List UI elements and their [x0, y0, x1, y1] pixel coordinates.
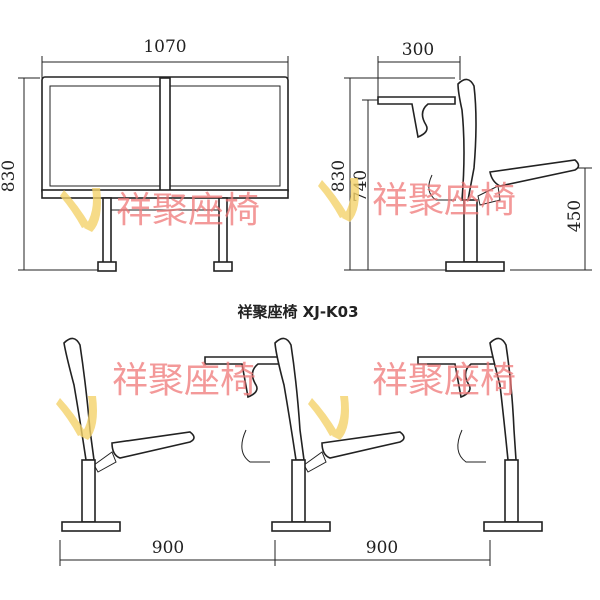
watermark-top-right: 祥聚座椅: [318, 178, 516, 222]
row-spacing-label-1: 900: [152, 538, 184, 558]
watermark-text: 祥聚座椅: [116, 190, 260, 231]
row-chair-3-tablet: [417, 356, 499, 399]
row-chair-3-backrest: [489, 337, 517, 461]
side-bag-hook: [428, 174, 456, 201]
side-depth-label: 300: [402, 40, 434, 60]
row-chair-3-hook: [457, 429, 486, 463]
watermark-logo-icon: [56, 396, 97, 440]
watermark-logo-icon: [318, 178, 359, 222]
row-chair-1-base: [61, 521, 121, 532]
row-chair-3-pillar: [504, 459, 519, 523]
row-chair-3: [417, 337, 543, 532]
row-chair-3-base: [483, 521, 543, 532]
watermark-logo-icon: [308, 396, 349, 440]
row-chair-2-backrest: [274, 337, 305, 461]
desk-board-divider: [159, 77, 171, 195]
side-seat: [489, 159, 580, 187]
row-spacing-label-2: 900: [366, 538, 398, 558]
row-chair-2-base: [271, 521, 331, 532]
side-height-label: 830: [329, 160, 349, 192]
watermark-text: 祥聚座椅: [112, 360, 256, 401]
side-view: 300 830 740 450: [329, 40, 592, 272]
watermark-text: 祥聚座椅: [372, 360, 516, 401]
model-title: 祥聚座椅 XJ-K03: [237, 303, 358, 321]
row-chair-1-seat: [111, 431, 195, 459]
watermark-bottom-right: 祥聚座椅: [308, 360, 516, 440]
watermark-bottom-left: 祥聚座椅: [56, 360, 256, 440]
row-chair-1-pillar: [81, 459, 96, 523]
row-chair-2-pillar: [291, 459, 306, 523]
row-view: 900 900: [59, 337, 543, 566]
side-base: [445, 261, 505, 272]
front-view: 1070 830: [0, 37, 289, 272]
row-chair-2-tablet: [204, 356, 286, 399]
row-chair-2: [204, 337, 405, 532]
side-writing-tablet: [377, 96, 456, 139]
watermark-top-left: 祥聚座椅: [60, 188, 260, 232]
front-left-foot: [97, 261, 117, 272]
front-left-leg: [102, 197, 112, 264]
row-chair-2-seat: [321, 431, 405, 459]
front-width-label: 1070: [143, 37, 186, 57]
front-height-label: 830: [0, 160, 19, 192]
watermark-text: 祥聚座椅: [372, 180, 516, 221]
side-seat-height-label: 450: [565, 200, 585, 232]
front-right-foot: [213, 261, 233, 272]
watermark-logo-icon: [60, 188, 101, 232]
row-chair-2-hook: [241, 429, 270, 463]
